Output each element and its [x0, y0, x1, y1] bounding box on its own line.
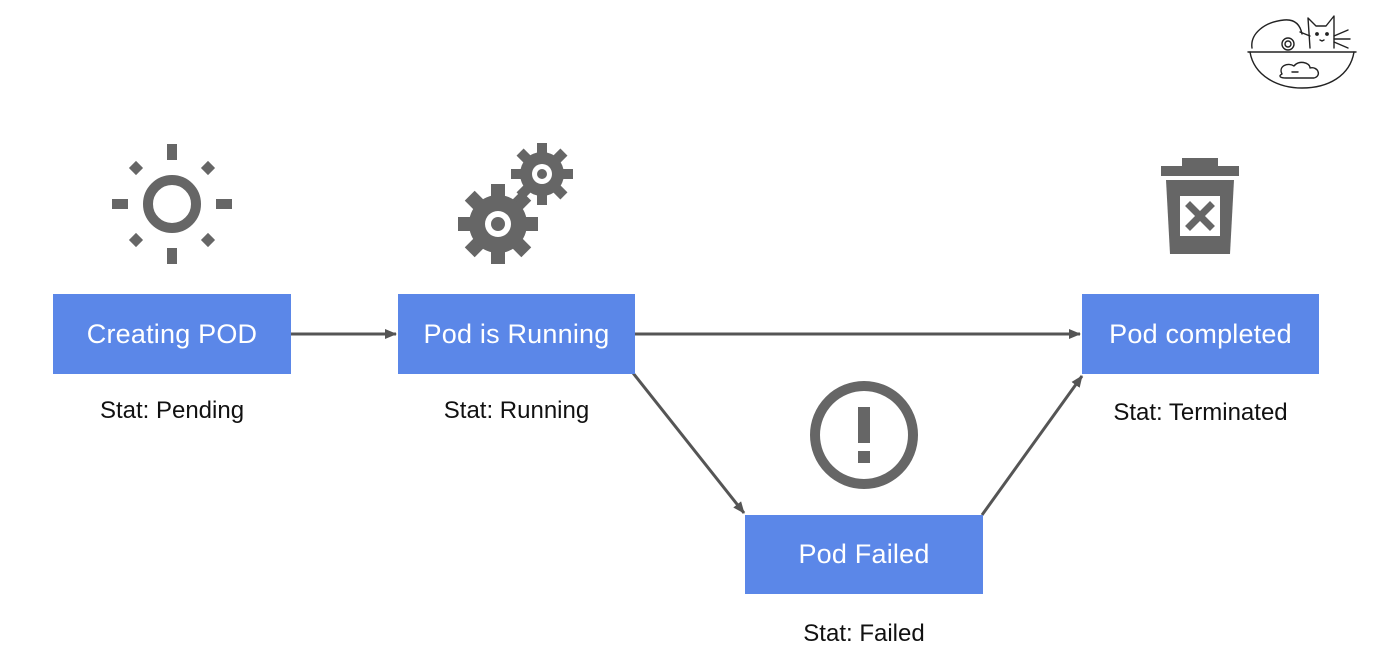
status-terminated: Stat: Terminated [1113, 399, 1288, 426]
trash-x-icon [1160, 156, 1240, 256]
node-label: Pod Failed [798, 539, 930, 569]
status-failed: Stat: Failed [803, 620, 925, 647]
edge-running-to-failed [631, 372, 746, 514]
status-running: Stat: Running [443, 397, 590, 424]
sun-icon [110, 142, 234, 266]
node-pod-completed: Pod completed [1082, 294, 1319, 374]
edge-failed-to-completed [980, 375, 1084, 516]
status-pending: Stat: Pending [99, 397, 245, 424]
node-creating-pod: Creating POD [53, 294, 291, 374]
node-label: Pod is Running [423, 318, 610, 349]
alert-circle-icon [808, 379, 920, 491]
node-label: Pod completed [1109, 318, 1292, 349]
cat-boat-logo [1244, 6, 1360, 97]
node-pod-running: Pod is Running [398, 294, 635, 374]
gears-icon [456, 142, 580, 270]
node-label: Creating POD [86, 318, 258, 349]
node-pod-failed: Pod Failed [745, 515, 983, 594]
